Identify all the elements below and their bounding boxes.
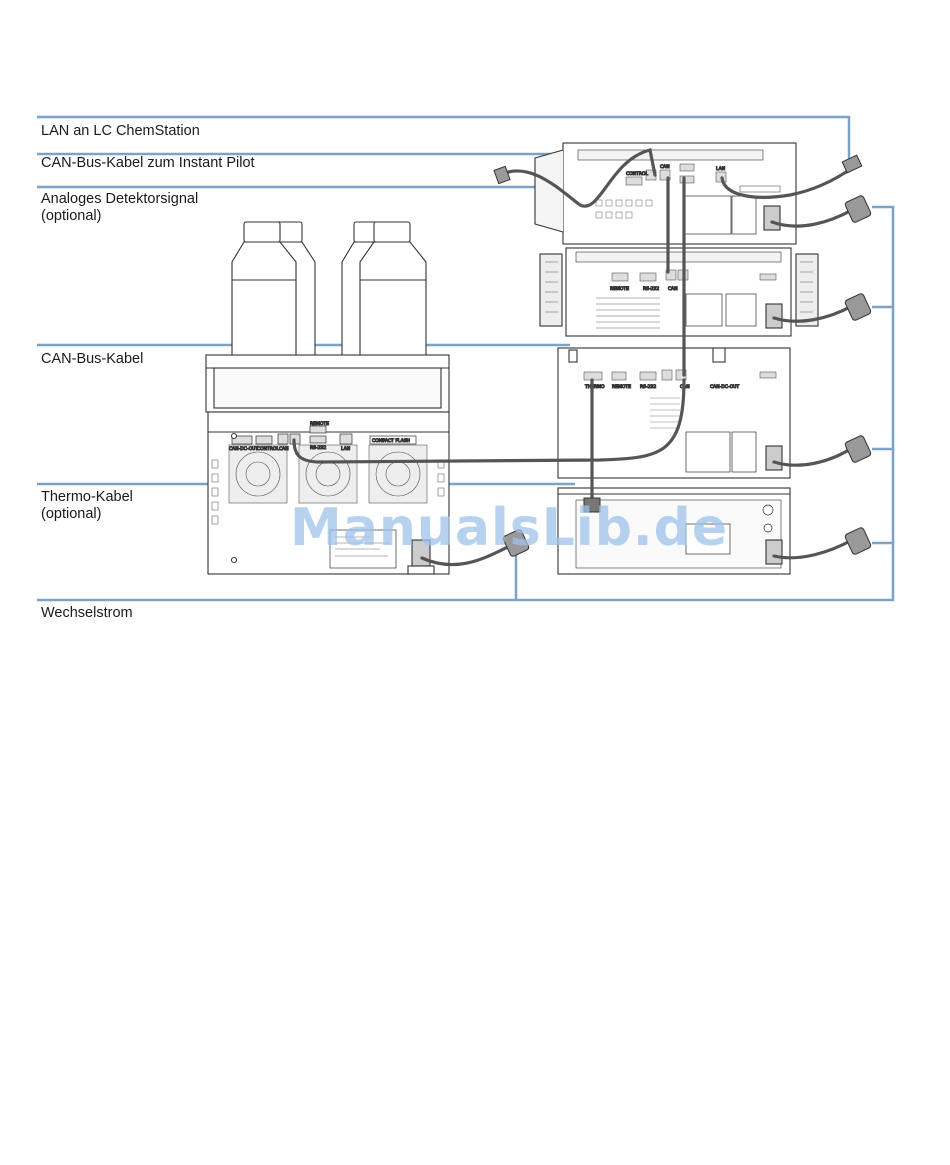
mains-plug-4 xyxy=(844,527,871,555)
label-rs232-sampler: RS-232 xyxy=(640,384,656,390)
callout-can-instant-pilot: CAN-Bus-Kabel zum Instant Pilot xyxy=(41,155,255,172)
callout-analog-signal: Analoges Detektorsignal (optional) xyxy=(41,191,198,225)
mains-plug-1 xyxy=(844,195,871,223)
power-socket-detector xyxy=(764,206,780,230)
label-lan-detector: LAN xyxy=(716,166,725,172)
pilot-plug xyxy=(494,166,510,183)
label-rs232-left: RS-232 xyxy=(310,445,326,451)
callout-analog-line2: (optional) xyxy=(41,208,198,225)
callout-thermo-line2: (optional) xyxy=(41,506,133,523)
callout-lan: LAN an LC ChemStation xyxy=(41,123,200,140)
power-socket-sampler xyxy=(766,446,782,470)
mains-plug-2 xyxy=(844,293,871,321)
solvent-bottles xyxy=(232,222,426,355)
watermark: ManualsLib.de xyxy=(290,498,728,558)
label-can-pump: CAN xyxy=(668,286,678,292)
label-remote-pump: REMOTE xyxy=(610,286,629,292)
label-can-dc-out-right: CAN-DC-OUT xyxy=(710,384,739,390)
label-can-detector: CAN xyxy=(660,164,670,170)
pump-module: REMOTE RS-232 CAN xyxy=(540,248,818,336)
lan-plug xyxy=(842,155,862,173)
label-therm: THERMO xyxy=(584,384,605,390)
label-remote-left: REMOTE xyxy=(310,421,329,427)
label-can-left: CAN xyxy=(279,446,289,452)
power-socket-pump xyxy=(766,304,782,328)
callout-can-bus: CAN-Bus-Kabel xyxy=(41,351,143,368)
fan-grilles xyxy=(229,445,427,503)
label-lan-left: LAN xyxy=(341,446,350,452)
label-control-detector: CONTROL xyxy=(626,171,648,177)
callout-thermo-line1: Thermo-Kabel xyxy=(41,489,133,506)
label-control-left: CONTROL xyxy=(257,446,279,452)
power-socket-thermostat xyxy=(766,540,782,564)
mains-plug-3 xyxy=(844,435,871,463)
callout-analog-line1: Analoges Detektorsignal xyxy=(41,191,198,208)
label-can-dc-out: CAN-DC-OUT xyxy=(229,446,258,452)
callout-ac-power: Wechselstrom xyxy=(41,605,133,622)
detector-module: CONTROL CAN LAN xyxy=(535,143,796,244)
label-rs232-pump: RS-232 xyxy=(643,286,659,292)
label-remote-sampler: REMOTE xyxy=(612,384,631,390)
label-compact-flash: COMPACT FLASH xyxy=(372,438,410,444)
callout-thermo: Thermo-Kabel (optional) xyxy=(41,489,133,523)
